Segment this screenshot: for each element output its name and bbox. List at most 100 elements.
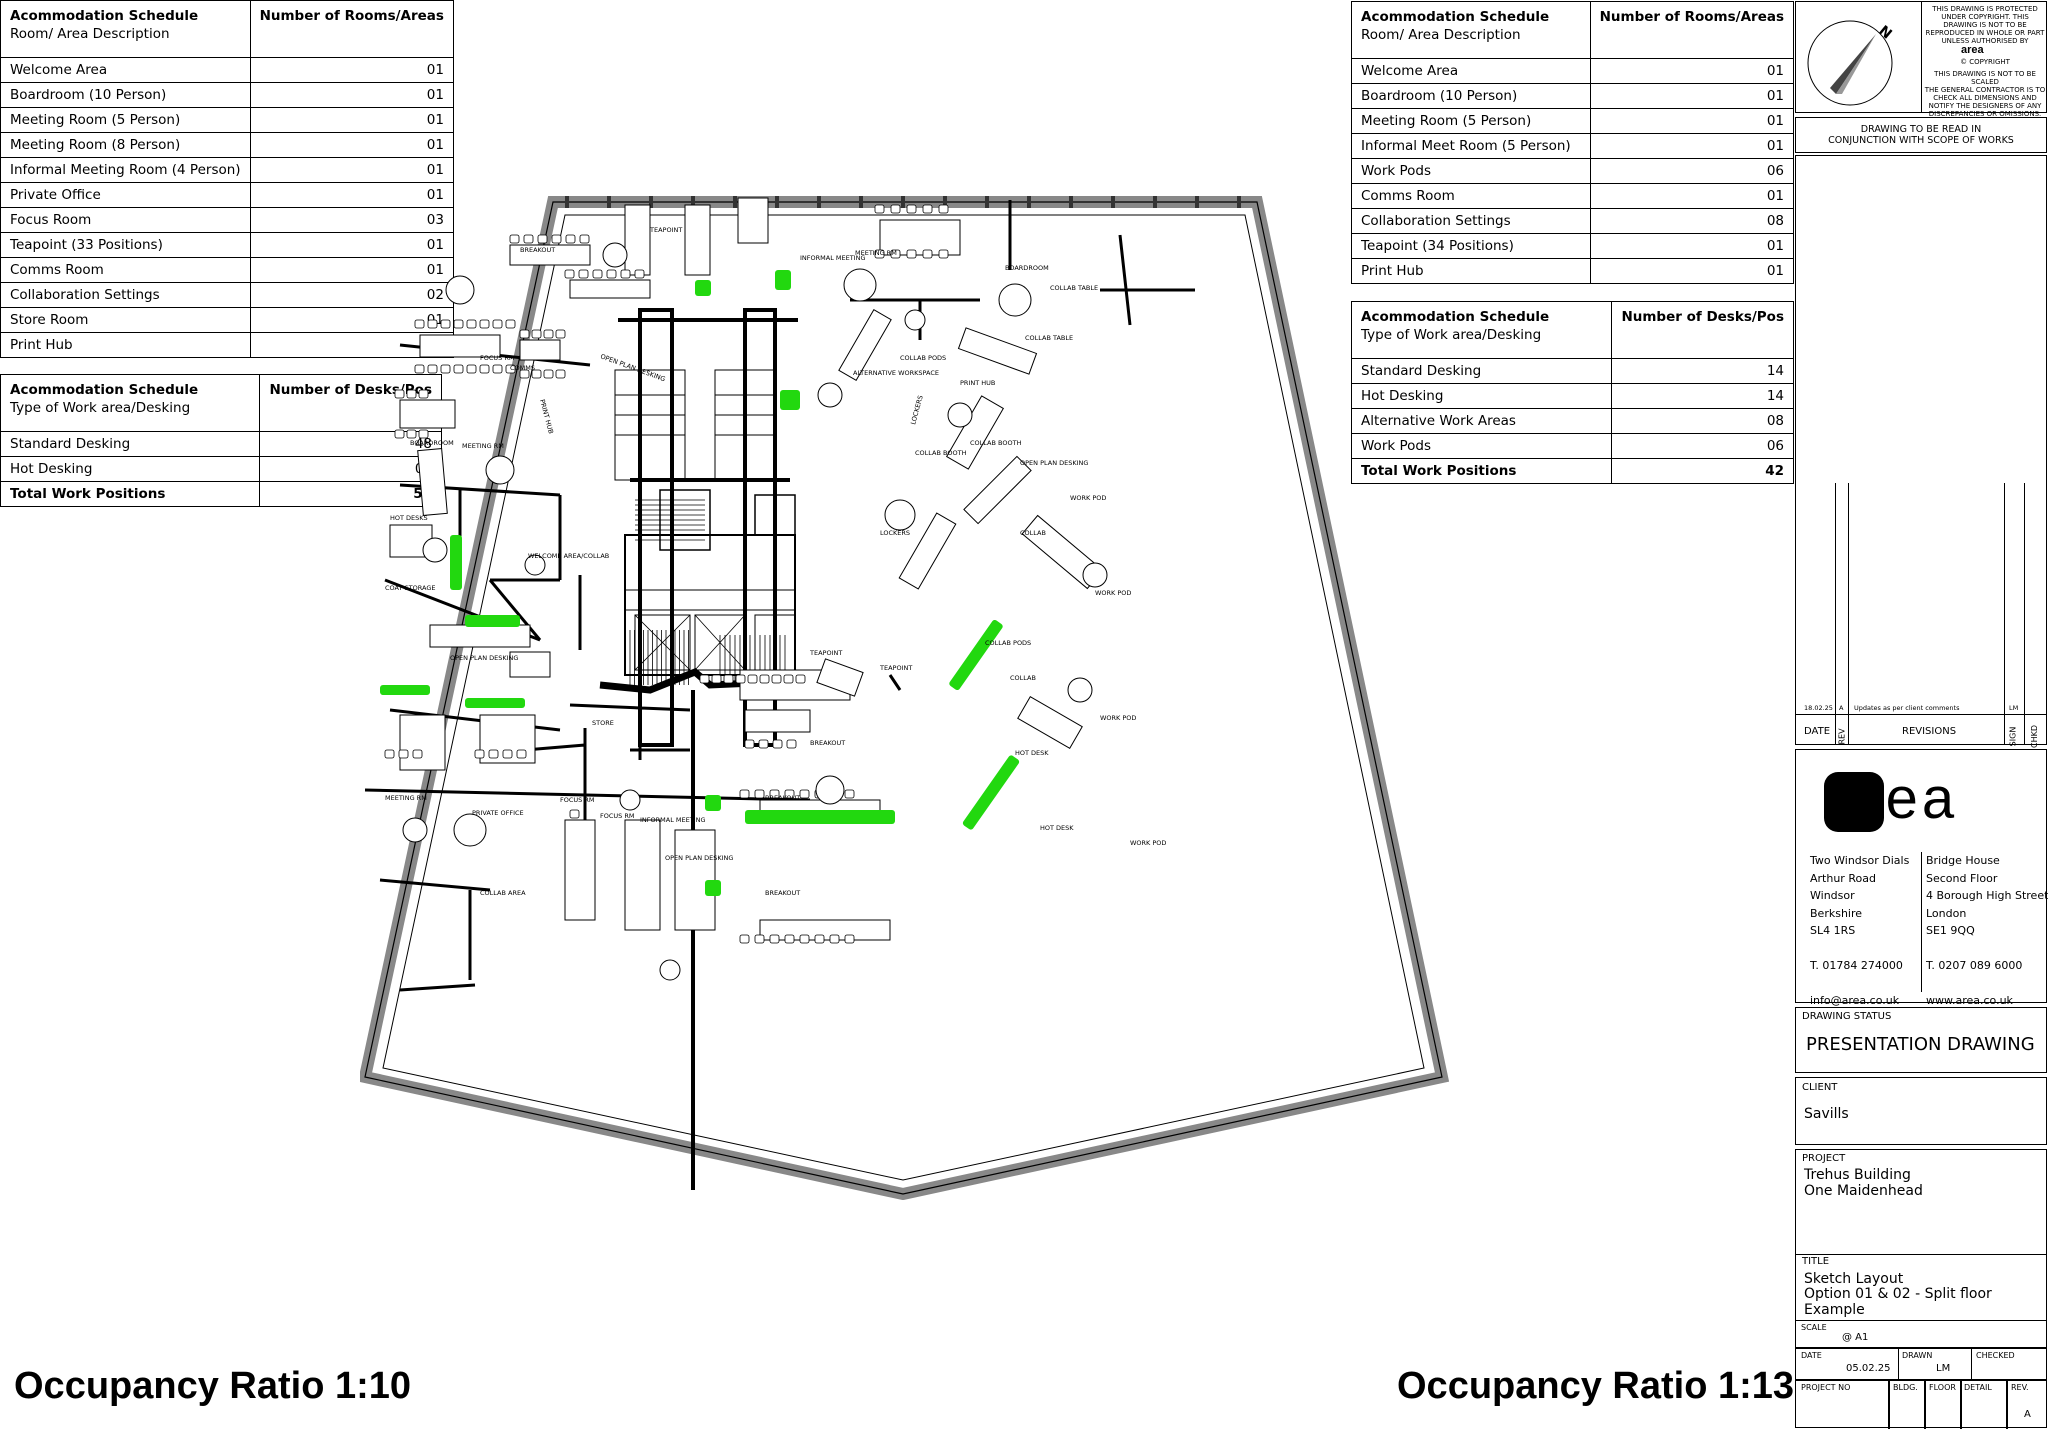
mullion — [1153, 196, 1157, 208]
chair — [922, 204, 933, 214]
revision-rev: A — [1839, 704, 1844, 712]
label-boardroom-2: BOARDROOM — [1005, 264, 1049, 272]
chair — [890, 204, 901, 214]
chair — [739, 789, 750, 799]
label-focus-rm-2: FOCUS RM — [560, 796, 594, 804]
desk — [816, 658, 864, 697]
chair — [414, 319, 425, 329]
schedule-row: Meeting Room (8 Person)01 — [0, 132, 454, 158]
chair — [440, 364, 451, 374]
chair — [531, 369, 542, 379]
schedule-row-value: 06 — [1589, 158, 1795, 184]
schedule-row-label: Boardroom (10 Person) — [0, 82, 251, 108]
label-teapoint: TEAPOINT — [649, 226, 682, 234]
floor-plan: BREAKOUT TEAPOINT OPEN PLAN DESKING BOAR… — [360, 196, 1450, 1200]
chair — [747, 674, 758, 684]
chair — [744, 739, 755, 749]
label-meeting-rm: MEETING RM — [462, 442, 504, 450]
chair — [466, 319, 477, 329]
chair — [784, 934, 795, 944]
chair — [799, 934, 810, 944]
round-table — [815, 775, 845, 805]
label-teapoint-2: TEAPOINT — [809, 649, 842, 657]
project-number-box: PROJECT NO BLDG. FLOOR DETAIL REV. A — [1795, 1380, 2047, 1429]
chair — [711, 674, 722, 684]
chair — [414, 364, 425, 374]
schedule-row-value: 02 — [249, 282, 454, 308]
round-table — [422, 537, 448, 563]
chair — [578, 269, 589, 279]
schedule-row-value: 01 — [249, 182, 454, 208]
label-collab: COLLAB — [1010, 674, 1036, 682]
label-collab-2: COLLAB — [1020, 529, 1046, 537]
chair — [440, 319, 451, 329]
chair — [799, 789, 810, 799]
schedule-row-label: Teapoint (33 Positions) — [0, 232, 251, 258]
desk — [838, 309, 892, 381]
mullion — [1069, 196, 1073, 208]
chair — [531, 329, 542, 339]
label-informal-meeting-2: INFORMAL MEETING — [800, 254, 866, 262]
label-boardroom: BOARDROOM — [410, 439, 454, 447]
address-line: London — [1926, 906, 1967, 920]
scale-value: @ A1 — [1842, 1332, 1869, 1343]
mullion — [775, 196, 779, 208]
client: Savills — [1804, 1106, 1849, 1122]
revision-sign: LM — [2009, 704, 2019, 712]
desk — [744, 709, 811, 733]
address-line: Windsor — [1810, 889, 1855, 902]
schedule-row: Informal Meeting Room (4 Person)01 — [0, 157, 454, 183]
round-table — [843, 268, 877, 302]
schedule-row-value: 08 — [1611, 408, 1794, 434]
desk — [564, 819, 596, 921]
date-drawn-box: DATE 05.02.25 DRAWN LM CHECKED — [1795, 1348, 2047, 1380]
chair — [509, 234, 520, 244]
planter — [705, 795, 721, 811]
schedule-row-label: Focus Room — [0, 207, 251, 233]
client-box: CLIENT Savills — [1795, 1077, 2047, 1145]
planter — [380, 685, 430, 695]
address-line: Arthur Road — [1810, 871, 1876, 885]
chair — [427, 364, 438, 374]
chair — [479, 364, 490, 374]
chair — [502, 749, 513, 759]
schedule-row: Boardroom (10 Person)01 — [0, 82, 454, 108]
conjunction-note-box: DRAWING TO BE READ IN CONJUNCTION WITH S… — [1795, 117, 2047, 153]
chair — [418, 429, 429, 439]
label-work-pod-4: WORK POD — [1130, 839, 1166, 847]
round-table — [998, 283, 1032, 317]
schedule-row-label: Work Pods — [1351, 158, 1591, 184]
schedule-row-value: 01 — [1589, 83, 1795, 109]
schedule-title: Acommodation Schedule — [10, 8, 199, 24]
schedule-row-label: Private Office — [0, 182, 251, 208]
round-table — [453, 813, 487, 847]
chair — [516, 749, 527, 759]
schedule-row-value: 01 — [249, 257, 454, 283]
chair — [492, 364, 503, 374]
label-breakout-2: BREAKOUT — [765, 794, 800, 802]
chair — [453, 319, 464, 329]
occupancy-ratio-right: Occupancy Ratio 1:13 — [1397, 1365, 1795, 1407]
address-line: Berkshire — [1810, 906, 1863, 920]
label-alt-workspace: ALTERNATIVE WORKSPACE — [853, 369, 939, 377]
round-table — [884, 499, 916, 531]
label-meeting-rm-2: MEETING RM — [385, 794, 427, 802]
address-line — [1810, 975, 1909, 993]
chair — [543, 369, 554, 379]
mullion — [733, 196, 737, 208]
chair — [543, 329, 554, 339]
revisions-panel: 18.02.25 A Updates as per client comment… — [1795, 155, 2047, 748]
planter — [465, 698, 525, 708]
desk — [624, 819, 661, 931]
label-collab-pods: COLLAB PODS — [900, 354, 946, 362]
copyright-note: THIS DRAWING IS PROTECTED UNDER COPYRIGH… — [1925, 5, 2045, 45]
chair — [814, 934, 825, 944]
schedule-row-label: Standard Desking — [0, 431, 261, 457]
